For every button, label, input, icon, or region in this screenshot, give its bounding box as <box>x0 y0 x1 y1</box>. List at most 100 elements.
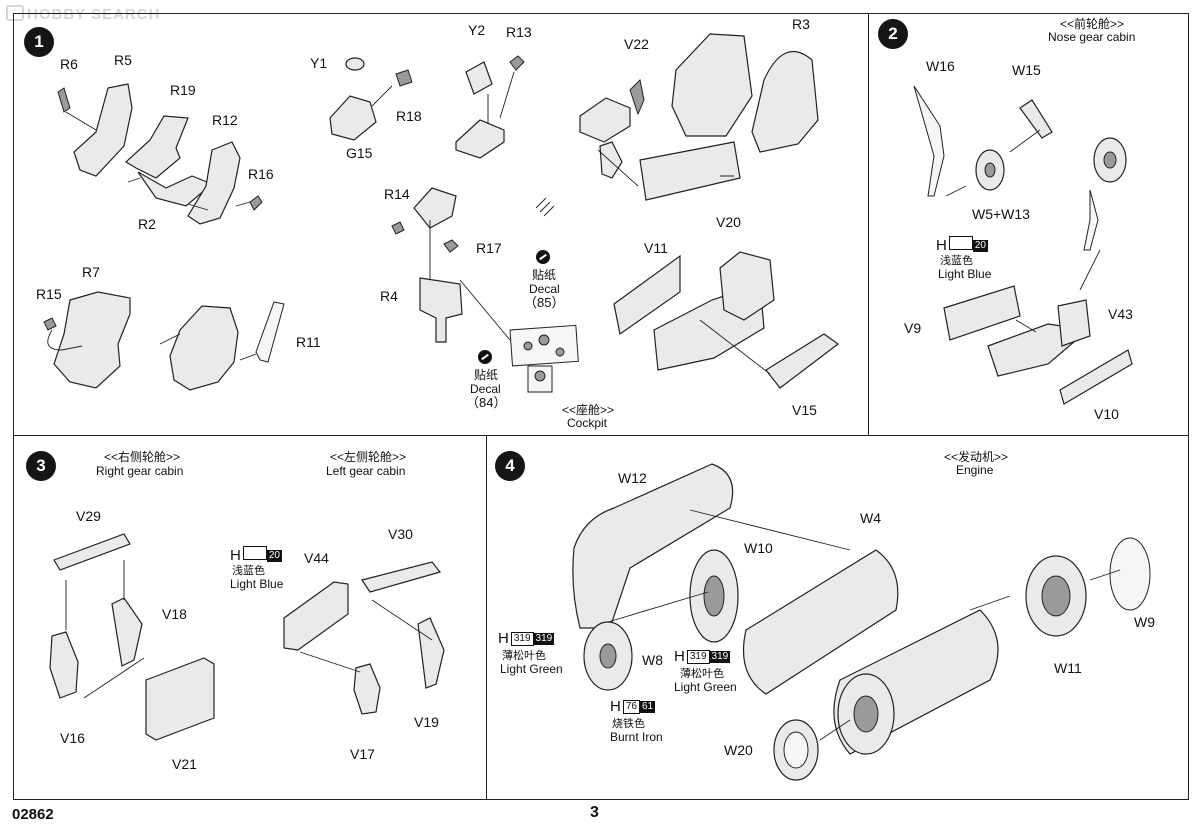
paint-name-en: Light Blue <box>230 577 284 591</box>
paint-name-en: Light Blue <box>938 267 992 281</box>
part-label-v11: V11 <box>644 240 668 256</box>
paint-brand: H <box>610 698 621 715</box>
part-label-r11: R11 <box>296 334 321 350</box>
paint-name-zh: 薄松叶色 <box>502 650 546 662</box>
part-label-w8: W8 <box>642 652 663 668</box>
part-label-w9: W9 <box>1134 614 1155 630</box>
part-label-r15: R15 <box>36 286 62 302</box>
paint-name-zh: 薄松叶色 <box>680 668 724 680</box>
product-code: 02862 <box>12 806 54 823</box>
part-label-y2: Y2 <box>468 22 486 38</box>
ejection-seat-illustration <box>579 33 840 389</box>
decal-label-zh: 贴纸 <box>532 268 557 282</box>
part-label-v10: V10 <box>1094 406 1119 422</box>
paint-name-zh: 浅蓝色 <box>940 255 973 267</box>
step-2-caption-en: Nose gear cabin <box>1048 30 1136 44</box>
part-label-v18: V18 <box>162 606 187 622</box>
part-label-r19: R19 <box>170 82 196 98</box>
gear-cabin-illustration <box>49 533 445 741</box>
paint-code-alt: 61 <box>639 701 656 713</box>
part-label-r13: R13 <box>506 24 532 40</box>
decal-number: （84） <box>466 395 507 410</box>
decal-label-en: Decal <box>529 282 560 296</box>
part-label-w15: W15 <box>1012 62 1041 78</box>
paint-name-zh: 烧铁色 <box>612 718 645 730</box>
paint-name-en: Light Green <box>674 680 737 694</box>
paint-name-zh: 浅蓝色 <box>232 565 265 577</box>
diagonal-arrow-illustration <box>535 197 555 217</box>
paint-code: 20 <box>266 550 282 562</box>
paint-name-en: Burnt Iron <box>610 730 663 744</box>
part-label-r7: R7 <box>82 264 100 280</box>
paint-code-alt: 319 <box>709 651 731 663</box>
part-label-v21: V21 <box>172 756 197 772</box>
decal-label-en: Decal <box>470 382 501 396</box>
step-2-caption-zh: <<前轮舱>> <box>1060 17 1125 31</box>
paint-name-en: Light Green <box>500 662 563 676</box>
part-label-v43: V43 <box>1108 306 1133 322</box>
paint-code: 76 <box>622 700 640 714</box>
decal-icon <box>536 250 550 264</box>
decal-number: （85） <box>524 295 565 310</box>
part-label-v16: V16 <box>60 730 85 746</box>
step-3-left-caption-en: Left gear cabin <box>326 464 406 478</box>
step-4-caption-zh: <<发动机>> <box>944 450 1009 464</box>
part-label-v17: V17 <box>350 746 375 762</box>
step-3-right-caption-en: Right gear cabin <box>96 464 184 478</box>
part-label-r17: R17 <box>476 240 502 256</box>
paint-code-alt: 319 <box>533 633 555 645</box>
part-label-v9: V9 <box>904 320 922 336</box>
step-4-number: 4 <box>495 451 525 481</box>
step-1-number: 1 <box>24 27 54 57</box>
part-label-r5: R5 <box>114 52 132 68</box>
instrument-parts-illustration <box>329 55 579 393</box>
step-4-caption-en: Engine <box>956 463 994 477</box>
part-label-r6: R6 <box>60 56 78 72</box>
part-label-r4: R4 <box>380 288 398 304</box>
part-label-r2: R2 <box>138 216 156 232</box>
part-label-w10: W10 <box>744 540 773 556</box>
part-label-g15: G15 <box>346 145 373 161</box>
paint-swatch <box>242 546 267 560</box>
paint-code: 20 <box>972 240 988 252</box>
paint-code: 319 <box>510 632 534 646</box>
watermark-text: HOBBY SEARCH <box>27 6 161 23</box>
part-label-r3: R3 <box>792 16 810 32</box>
paint-swatch <box>948 236 973 250</box>
step-3-left-caption-zh: <<左侧轮舱>> <box>330 450 407 464</box>
part-label-v19: V19 <box>414 714 439 730</box>
step-1-caption-en: Cockpit <box>567 416 608 430</box>
decal-label-zh: 贴纸 <box>474 368 499 382</box>
engine-illustration <box>572 463 1151 781</box>
part-label-r18: R18 <box>396 108 422 124</box>
step-3-right-caption-zh: <<右侧轮舱>> <box>104 450 181 464</box>
paint-callout-light-blue: H 20 <box>936 236 988 253</box>
part-label-y1: Y1 <box>310 55 328 71</box>
part-label-v44: V44 <box>304 550 329 566</box>
step-4-panel <box>486 435 1189 800</box>
part-label-v15: V15 <box>792 402 817 418</box>
step-3-number: 3 <box>26 451 56 481</box>
part-label-w16: W16 <box>926 58 955 74</box>
step-1-caption-zh: <<座舱>> <box>562 403 615 417</box>
paint-brand: H <box>230 547 241 564</box>
part-label-r12: R12 <box>212 112 238 128</box>
part-label-w5-w13: W5+W13 <box>972 206 1030 222</box>
paint-brand: H <box>936 237 947 254</box>
part-label-v29: V29 <box>76 508 101 524</box>
paint-brand: H <box>498 630 509 647</box>
part-label-r16: R16 <box>248 166 274 182</box>
part-label-v30: V30 <box>388 526 413 542</box>
part-label-w11: W11 <box>1054 660 1082 676</box>
seat-parts-illustration <box>43 83 285 391</box>
part-label-w12: W12 <box>618 470 647 486</box>
decal-icon <box>478 350 492 364</box>
part-label-r14: R14 <box>384 186 410 202</box>
part-label-w20: W20 <box>724 742 753 758</box>
step-2-number: 2 <box>878 19 908 49</box>
paint-callout-light-blue: H 20 <box>230 546 282 563</box>
